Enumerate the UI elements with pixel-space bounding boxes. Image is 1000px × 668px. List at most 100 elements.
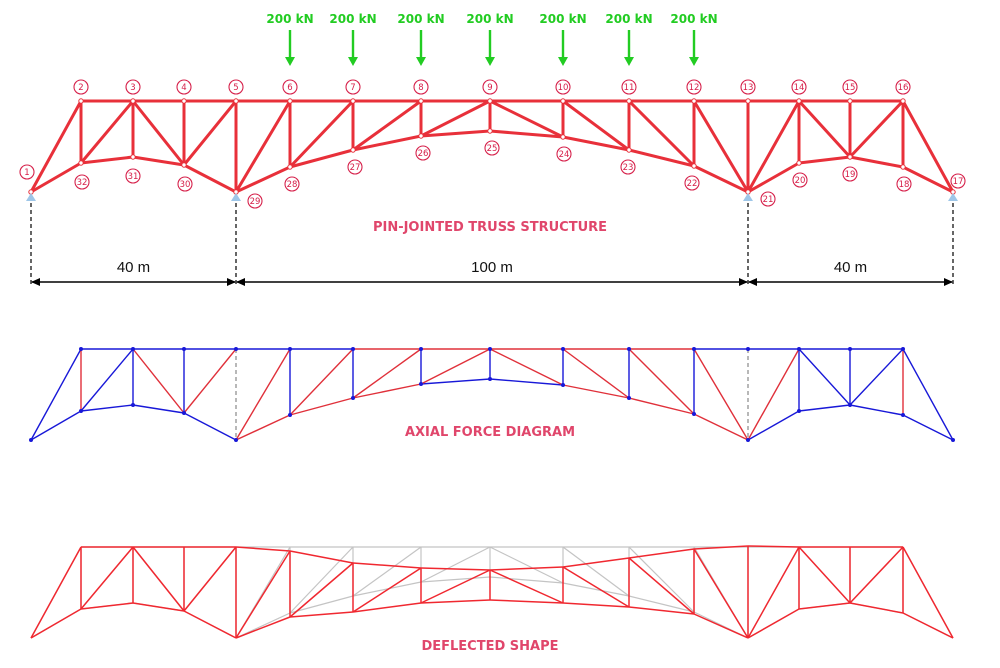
joint-26 <box>418 133 424 139</box>
axial-joint-18 <box>901 413 905 417</box>
axial-member-1-32 <box>30 410 82 441</box>
truss-member-12-21 <box>692 99 750 194</box>
node-label-30: 30 <box>177 176 193 192</box>
node-label-5: 5 <box>228 79 244 95</box>
node-label-24: 24 <box>556 146 572 162</box>
span-length-label: 40 m <box>834 259 867 276</box>
truss-member-1-32 <box>29 161 83 194</box>
axial-joint-9 <box>488 347 492 351</box>
deflected-member-22-21 <box>693 613 749 639</box>
node-label-text: 13 <box>743 83 754 93</box>
deflected-member-12-21 <box>693 548 749 639</box>
axial-member-30-29 <box>183 412 237 441</box>
deflected-member-8-9 <box>420 567 491 571</box>
node-label-text: 3 <box>130 83 135 93</box>
node-label-circle <box>842 166 858 182</box>
axial-joint-31 <box>131 403 135 407</box>
node-label-circle <box>228 79 244 95</box>
axial-member-28-27 <box>289 397 354 416</box>
axial-joint-13 <box>746 347 750 351</box>
joint-12 <box>691 98 697 104</box>
node-label-circle <box>896 176 912 192</box>
deflected-member-26-9 <box>420 569 491 604</box>
span-dimensions: 40 m 100 m 40 m <box>30 203 954 286</box>
joint-15 <box>847 98 853 104</box>
joint-23 <box>626 147 632 153</box>
deflected-member-1-32 <box>30 608 82 639</box>
truss-member-27-26 <box>351 134 423 152</box>
node-label-text: 21 <box>763 195 774 205</box>
node-label-27: 27 <box>347 159 363 175</box>
deflected-title: DEFLECTED SHAPE <box>421 639 558 654</box>
deflected-member-30-5 <box>183 546 237 612</box>
axial-member-19-18 <box>849 404 904 416</box>
node-label-circle <box>176 79 192 95</box>
deflected-member-21-20 <box>747 608 800 639</box>
node-label-text: 2 <box>78 83 83 93</box>
node-label-text: 19 <box>845 170 856 180</box>
node-label-circle <box>760 191 776 207</box>
load-label: 200 kN <box>466 12 513 26</box>
node-label-text: 16 <box>898 83 909 93</box>
span-length-label: 100 m <box>471 259 513 276</box>
load-arrow-10: 200 kN <box>539 12 587 66</box>
load-arrow-head <box>558 57 568 66</box>
node-label-circle <box>684 175 700 191</box>
load-label: 200 kN <box>539 12 586 26</box>
axial-joint-7 <box>351 347 355 351</box>
deflected-member-7-8 <box>352 562 422 569</box>
node-label-3: 3 <box>125 79 141 95</box>
axial-joint-21 <box>746 438 750 442</box>
deflected-member-24-23 <box>562 602 630 608</box>
truss-member-31-30 <box>131 155 186 167</box>
joint-30 <box>181 162 187 168</box>
truss-member-27-8 <box>351 99 423 152</box>
node-label-text: 5 <box>233 83 238 93</box>
node-label-21: 21 <box>760 191 776 207</box>
node-label-circle <box>415 145 431 161</box>
load-label: 200 kN <box>605 12 652 26</box>
node-label-23: 23 <box>620 159 636 175</box>
truss-member-29-6 <box>234 99 292 194</box>
truss-member-19-18 <box>848 155 905 169</box>
node-label-circle <box>413 79 429 95</box>
node-label-circle <box>686 79 702 95</box>
axial-member-30-5 <box>183 348 237 414</box>
span-length-label: 40 m <box>117 259 150 276</box>
truss-member-9-24 <box>488 99 565 139</box>
node-label-text: 9 <box>487 83 492 93</box>
dimension-arrow-left <box>748 278 757 286</box>
node-label-circle <box>284 176 300 192</box>
node-label-circle <box>482 79 498 95</box>
undeformed-member-27-26 <box>352 581 422 597</box>
node-label-text: 8 <box>418 83 423 93</box>
dimension-arrow-left <box>236 278 245 286</box>
axial-joint-32 <box>79 409 83 413</box>
joint-13 <box>745 98 751 104</box>
node-label-circle <box>555 79 571 95</box>
node-label-circle <box>74 174 90 190</box>
truss-member-21-14 <box>746 99 801 194</box>
axial-joint-1 <box>29 438 33 442</box>
load-arrow-9: 200 kN <box>466 12 514 66</box>
deflected-member-1-2 <box>30 546 82 639</box>
undeformed-member-10-23 <box>562 546 630 597</box>
node-label-14: 14 <box>791 79 807 95</box>
node-label-11: 11 <box>621 79 637 95</box>
axial-member-11-22 <box>628 348 695 415</box>
deflected-member-14-19 <box>798 546 851 604</box>
node-label-28: 28 <box>284 176 300 192</box>
joint-16 <box>900 98 906 104</box>
truss-member-14-19 <box>797 99 852 159</box>
node-label-text: 25 <box>487 144 498 154</box>
axial-member-14-19 <box>798 348 851 406</box>
truss-member-30-5 <box>182 99 238 167</box>
truss-member-20-19 <box>797 155 852 165</box>
span-dimension: 40 m <box>748 259 953 286</box>
node-label-circle <box>791 79 807 95</box>
deflected-shape-panel <box>30 545 954 639</box>
load-arrow-12: 200 kN <box>670 12 718 66</box>
axial-member-20-19 <box>798 404 851 412</box>
